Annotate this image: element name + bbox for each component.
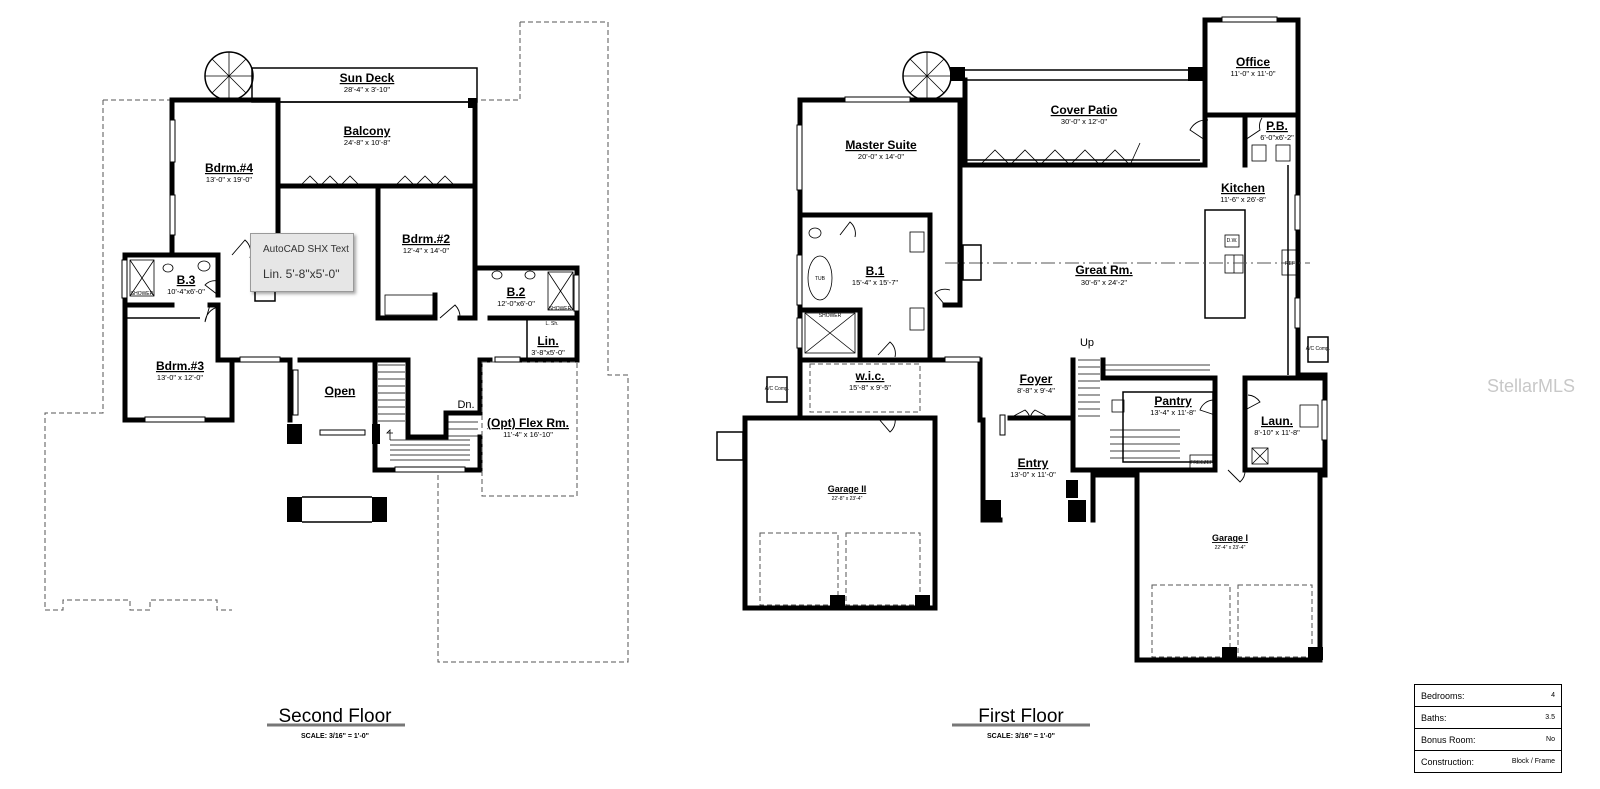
dims-lin: 3'-8"x5'-0" [531, 348, 565, 357]
dims-garage-1: 22'-4" x 23'-4" [1215, 545, 1246, 551]
label-ac-left: A/C Comp. [765, 386, 789, 392]
second-floor-title: Second Floor [278, 706, 392, 727]
dims-great-room: 30'-6" x 24'-2" [1081, 278, 1127, 287]
dims-sun-deck: 28'-4" x 3'-10" [344, 85, 390, 94]
specs-row: Bonus Room: No [1414, 728, 1562, 751]
dims-bdrm-4: 13'-0" x 19'-0" [206, 175, 252, 184]
label-dw: D.W. [1227, 238, 1238, 244]
cad-tooltip: AutoCAD SHX Text Lin. 5'-8"x5'-0" [250, 233, 354, 292]
label-bdrm-3: Bdrm.#3 [156, 359, 204, 373]
spec-value: Block / Frame [1494, 750, 1562, 773]
dims-b-3: 10'-4"x6'-0" [167, 287, 205, 296]
first-floor-scale: SCALE: 3/16" = 1'-0" [987, 733, 1055, 740]
label-tub: TUB [815, 276, 826, 282]
label-kitchen: Kitchen [1221, 181, 1265, 195]
label-b-1: B.1 [866, 264, 885, 278]
dims-master-suite: 20'-0" x 14'-0" [858, 152, 904, 161]
spiral-stair-upper [204, 51, 254, 101]
stair-down [378, 364, 478, 461]
label-b-3: B.3 [177, 273, 196, 287]
label-garage-2: Garage II [828, 484, 867, 494]
specs-row: Bedrooms: 4 [1414, 684, 1562, 707]
label-master-suite: Master Suite [845, 138, 917, 152]
label-open: Open [325, 384, 356, 398]
first-floor-title: First Floor [978, 706, 1064, 727]
spec-label: Construction: [1414, 750, 1495, 773]
watermark: StellarMLS [1487, 376, 1575, 396]
dims-office: 11'-0" x 11'-0" [1230, 69, 1275, 78]
dims-balcony: 24'-8" x 10'-8" [344, 138, 390, 147]
spec-value: 3.5 [1494, 706, 1562, 729]
dims-entry: 13'-0" x 11'-0" [1010, 470, 1056, 479]
label-shower-b2: SHOWER [549, 306, 572, 312]
dims-bdrm-2: 12'-4" x 14'-0" [403, 246, 449, 255]
label-linen-shelf: L. Sh. [545, 321, 558, 327]
first-floor-plan: Office 11'-0" x 11'-0" Cover Patio 30'-0… [716, 16, 1330, 740]
label-shower-b1: SHOWER [819, 313, 842, 319]
label-bdrm-2: Bdrm.#2 [402, 232, 450, 246]
spec-value: 4 [1494, 684, 1562, 707]
dims-bdrm-3: 13'-0" x 12'-0" [157, 373, 203, 382]
second-floor-plan: Sun Deck 28'-4" x 3'-10" Balcony 24'-8" … [44, 21, 629, 740]
dims-kitchen: 11'-6" x 26'-8" [1220, 195, 1266, 204]
label-wic: w.i.c. [855, 369, 885, 383]
label-pantry: Pantry [1154, 394, 1192, 408]
label-freezer: FREEZER [1190, 460, 1214, 466]
specs-row: Construction: Block / Frame [1414, 750, 1562, 773]
spec-label: Bedrooms: [1414, 684, 1495, 707]
label-laundry: Laun. [1261, 414, 1293, 428]
second-floor-scale: SCALE: 3/16" = 1'-0" [301, 733, 369, 740]
dims-pb: 6'-0"x6'-2" [1260, 133, 1294, 142]
label-office: Office [1236, 55, 1270, 69]
specs-table: Bedrooms: 4 Baths: 3.5 Bonus Room: No Co… [1414, 684, 1562, 773]
dims-pantry: 13'-4" x 11'-8" [1150, 408, 1196, 417]
label-stair-up: Up [1080, 337, 1094, 349]
label-b-2: B.2 [507, 285, 526, 299]
label-ref: REF [1285, 261, 1295, 267]
label-bdrm-4: Bdrm.#4 [205, 161, 253, 175]
dims-garage-2: 22'-8" x 23'-4" [832, 496, 863, 502]
spiral-stair-lower [902, 51, 952, 101]
label-flex-room: (Opt) Flex Rm. [487, 416, 569, 430]
label-shower-b3: SHOWER [131, 291, 154, 297]
label-lin: Lin. [537, 334, 558, 348]
dims-wic: 15'-8" x 9'-5" [849, 383, 891, 392]
dims-b-1: 15'-4" x 15'-7" [852, 278, 898, 287]
stair-up [1078, 359, 1210, 459]
label-great-room: Great Rm. [1075, 263, 1132, 277]
label-ac-right: A/C Comp. [1306, 346, 1330, 352]
dims-laundry: 8'-10" x 11'-8" [1254, 428, 1300, 437]
label-pb: P.B. [1266, 119, 1288, 133]
dims-cover-patio: 30'-0" x 12'-0" [1061, 117, 1107, 126]
label-cover-patio: Cover Patio [1051, 103, 1118, 117]
label-foyer: Foyer [1020, 372, 1053, 386]
cad-tooltip-title: AutoCAD SHX Text [263, 244, 349, 255]
cad-tooltip-value: Lin. 5'-8"x5'-0" [263, 267, 340, 281]
spec-value: No [1494, 728, 1562, 751]
dims-b-2: 12'-0"x6'-0" [497, 299, 535, 308]
label-stair-down: Dn. [457, 399, 474, 411]
label-balcony: Balcony [344, 124, 391, 138]
dims-foyer: 8'-8" x 9'-4" [1017, 386, 1055, 395]
label-sun-deck: Sun Deck [340, 71, 395, 85]
spec-label: Baths: [1414, 706, 1495, 729]
label-garage-1: Garage I [1212, 533, 1248, 543]
dims-flex-room: 11'-4" x 16'-10" [503, 430, 553, 439]
spec-label: Bonus Room: [1414, 728, 1495, 751]
label-entry: Entry [1018, 456, 1049, 470]
specs-row: Baths: 3.5 [1414, 706, 1562, 729]
